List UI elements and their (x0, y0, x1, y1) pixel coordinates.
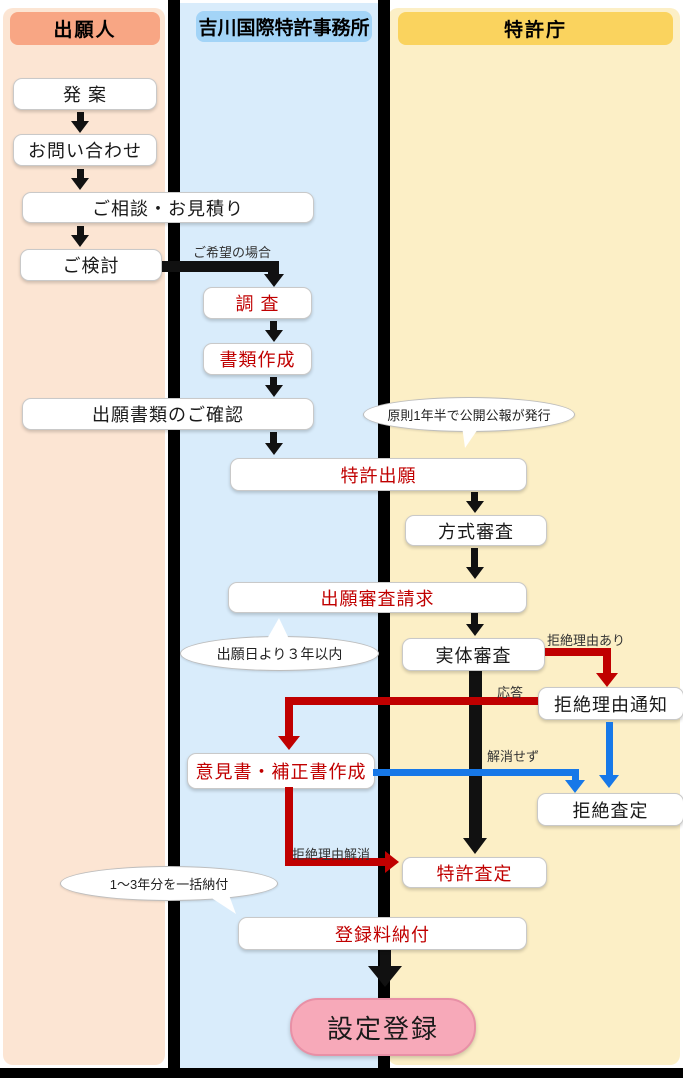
label-not-resolved: 解消せず (487, 749, 540, 764)
arrowhead-icon (385, 851, 399, 873)
arrowhead-icon (71, 178, 89, 190)
arrowhead-icon (466, 624, 484, 636)
arrow-inquiry-consultation (77, 169, 84, 178)
arrow-consultation-consideration (77, 226, 84, 235)
node-opinion-amendment: 意見書・補正書作成 (187, 753, 375, 789)
arrowhead-icon (264, 274, 284, 287)
node-refusal-notice: 拒絶理由通知 (538, 687, 683, 720)
column-divider-left (168, 0, 180, 1078)
callout-publication: 原則1年半で公開公報が発行 (363, 397, 575, 432)
label-refusal-reason-resolved: 拒絶理由解消 (292, 847, 371, 862)
arrowhead-icon (71, 121, 89, 133)
node-document-preparation: 書類作成 (203, 343, 312, 375)
node-patent-filing: 特許出願 (230, 458, 527, 491)
arrow-response (288, 697, 538, 705)
node-refusal-decision: 拒絶査定 (537, 793, 683, 826)
callout-publication-text: 原則1年半で公開公報が発行 (387, 408, 551, 423)
column-divider-right (378, 0, 390, 1078)
arrowhead-icon (466, 501, 484, 513)
arrow-idea-inquiry (77, 112, 84, 121)
node-prior-art-search: 調 査 (203, 287, 312, 319)
arrowhead-icon (265, 443, 283, 455)
arrowhead-icon (599, 775, 619, 788)
arrowhead-icon (466, 567, 484, 579)
arrow-not-resolved (373, 769, 578, 776)
node-examination-request: 出願審査請求 (228, 582, 527, 613)
node-grant-decision: 特許査定 (402, 857, 547, 888)
arrowhead-icon (565, 780, 585, 793)
callout-request-deadline-text: 出願日より３年以内 (216, 645, 343, 662)
callout-lump-sum-text: 1～3年分を一括納付 (109, 877, 229, 892)
callout-lump-sum-tail (207, 895, 236, 914)
arrowhead-icon (265, 330, 283, 342)
node-document-check: 出願書類のご確認 (22, 398, 314, 430)
baseline-bar (0, 1068, 683, 1078)
node-idea: 発 案 (13, 78, 157, 110)
arrow-request-substantive (471, 613, 478, 624)
node-consideration: ご検討 (20, 249, 162, 281)
arrow-formality-request (471, 548, 478, 567)
callout-publication-tail (462, 426, 480, 448)
arrow-notice-refusal-decision (606, 722, 613, 776)
arrow-consideration-search (268, 261, 279, 275)
arrow-docprep-doccheck (270, 377, 277, 385)
arrow-filing-formality (471, 492, 478, 501)
arrowhead-icon (368, 966, 402, 987)
patent-office-header: 特許庁 (398, 12, 673, 45)
node-registration-fee-payment: 登録料納付 (238, 917, 527, 950)
node-consultation: ご相談・お見積り (22, 192, 314, 223)
firm-header: 吉川国際特許事務所 (196, 11, 372, 42)
arrowhead-icon (71, 235, 89, 247)
node-inquiry: お問い合わせ (13, 134, 157, 166)
arrowhead-icon (596, 673, 618, 687)
callout-request-deadline: 出願日より３年以内 (180, 636, 379, 671)
arrow-refusal-exists (545, 648, 611, 656)
label-response: 応答 (497, 685, 524, 700)
applicant-header: 出願人 (10, 12, 160, 45)
label-if-desired: ご希望の場合 (193, 245, 272, 260)
arrowhead-icon (278, 736, 300, 750)
callout-lump-sum: 1～3年分を一括納付 (60, 866, 278, 901)
applicant-column (3, 8, 165, 1065)
arrow-refusal-exists (603, 648, 611, 674)
arrow-search-docprep (270, 321, 277, 330)
label-refusal-reason-exists: 拒絶理由あり (547, 633, 626, 648)
node-formality-examination: 方式審査 (405, 515, 547, 546)
arrow-doccheck-filing (270, 432, 277, 443)
node-substantive-examination: 実体審査 (402, 638, 545, 671)
arrowhead-icon (463, 838, 487, 854)
arrow-consideration-search (157, 261, 279, 272)
arrow-substantive-grant (469, 668, 482, 838)
arrow-not-resolved (572, 769, 579, 781)
arrow-refusal-resolved (285, 787, 293, 865)
node-registration: 設定登録 (290, 998, 476, 1056)
arrowhead-icon (265, 385, 283, 397)
arrow-fee-registration (380, 948, 391, 968)
arrow-response (285, 697, 293, 737)
arrow-refusal-resolved (285, 858, 385, 866)
callout-request-deadline-tail (267, 618, 289, 639)
